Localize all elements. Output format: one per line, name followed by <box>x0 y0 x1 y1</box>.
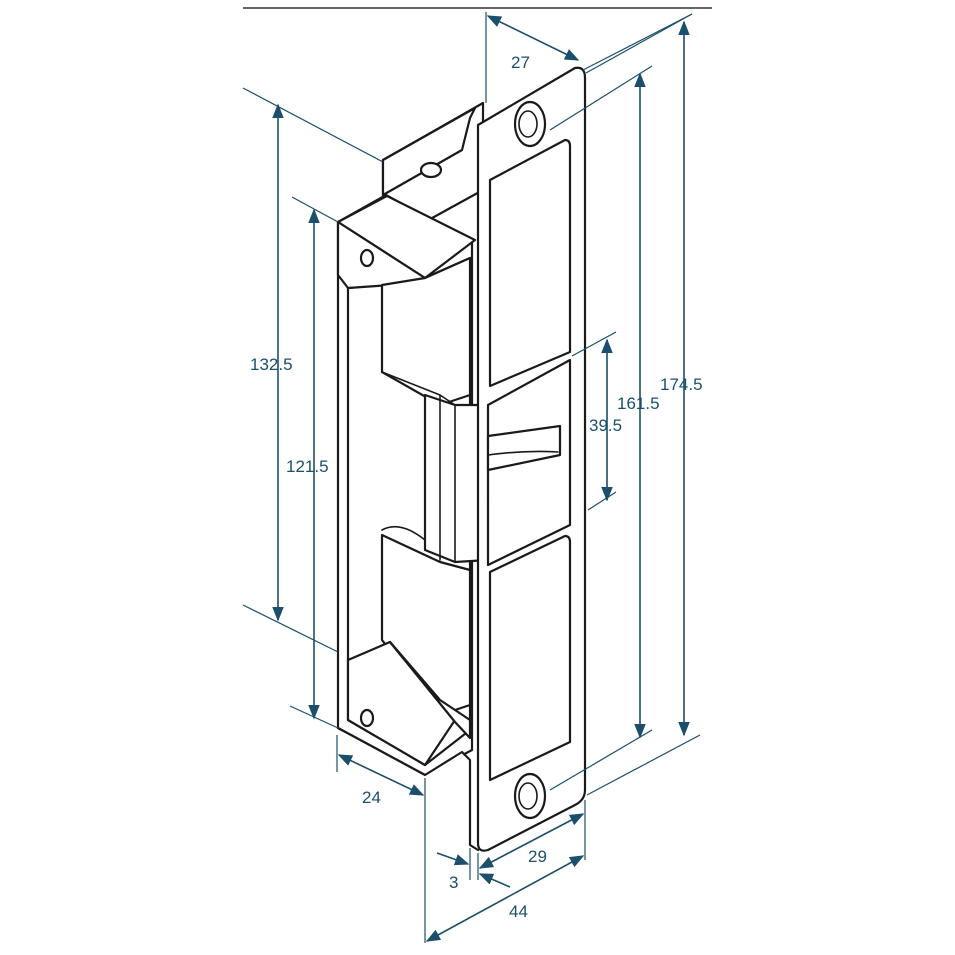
dim-label-body-depth: 24 <box>362 788 381 807</box>
dim-label-overall-width: 44 <box>509 902 528 921</box>
dim-label-body-height: 132.5 <box>250 355 293 374</box>
dim-label-plate-width: 29 <box>528 847 547 866</box>
dim-label-top-width: 27 <box>511 53 530 72</box>
dim-label-overall-height: 174.5 <box>660 375 703 394</box>
strike-body <box>336 101 490 852</box>
dimension-lines <box>242 12 701 943</box>
front-plate <box>476 66 587 852</box>
dim-label-plate-height: 161.5 <box>617 394 660 413</box>
dim-label-plate-offset: 3 <box>449 873 458 892</box>
dim-label-opening-height: 39.5 <box>589 416 622 435</box>
dim-label-inner-height: 121.5 <box>286 457 329 476</box>
dimension-labels: 27 174.5 161.5 39.5 132.5 121.5 24 29 3 … <box>250 53 703 921</box>
